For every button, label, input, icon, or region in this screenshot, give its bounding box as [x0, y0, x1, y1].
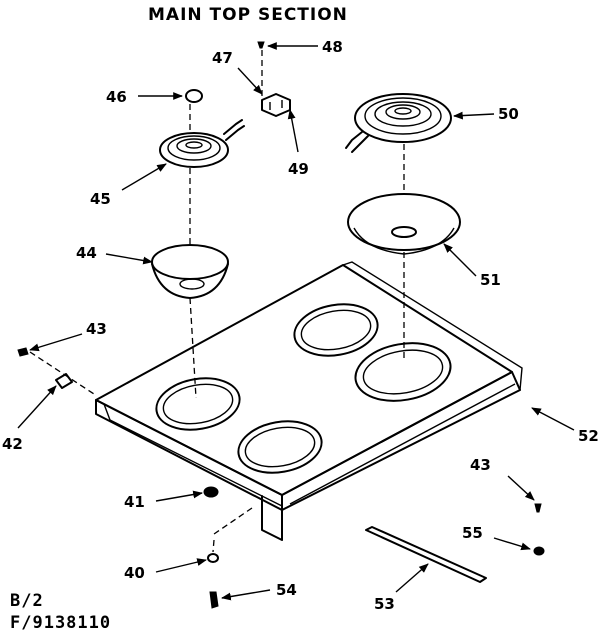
- trim-strip-53: [365, 526, 487, 583]
- screw-54: [209, 591, 219, 609]
- callout-42: 42: [2, 435, 23, 453]
- knob-46: [185, 89, 203, 103]
- callout-55: 55: [462, 524, 483, 542]
- surface-unit-large: [345, 93, 452, 153]
- callout-46: 46: [106, 88, 127, 106]
- model-code: F/9138110: [10, 613, 111, 633]
- drip-bowl-small: [151, 244, 229, 299]
- assembly-lines: [29, 50, 405, 553]
- grommet-40: [207, 553, 219, 563]
- callout-54: 54: [276, 581, 297, 599]
- callout-52: 52: [578, 427, 599, 445]
- screw-48: [257, 41, 265, 49]
- callout-43-left: 43: [86, 320, 107, 338]
- callout-labels: 40 41 42 43 43 44 45 46 47 48 49 50 51 5…: [2, 38, 599, 613]
- callout-51: 51: [480, 271, 501, 289]
- callout-47: 47: [212, 49, 233, 67]
- callout-50: 50: [498, 105, 519, 123]
- cooktop-main-top: [95, 261, 523, 541]
- callout-49: 49: [288, 160, 309, 178]
- clip-55: [533, 546, 545, 556]
- callout-40: 40: [124, 564, 145, 582]
- sheet-code: B/2: [10, 591, 44, 611]
- callout-44: 44: [76, 244, 97, 262]
- screw-43-right: [534, 503, 542, 513]
- diagram-title: MAIN TOP SECTION: [148, 5, 348, 25]
- callout-43-right: 43: [470, 456, 491, 474]
- callout-48: 48: [322, 38, 343, 56]
- surface-unit-small: [159, 119, 245, 168]
- callout-53: 53: [374, 595, 395, 613]
- bracket-42: [55, 373, 73, 389]
- callout-45: 45: [90, 190, 111, 208]
- drip-bowl-large: [347, 193, 461, 255]
- leader-lines: [17, 42, 575, 601]
- grommet-41: [203, 486, 219, 498]
- receptacle-block-47: [261, 93, 291, 117]
- screw-43-left: [17, 347, 29, 357]
- callout-41: 41: [124, 493, 145, 511]
